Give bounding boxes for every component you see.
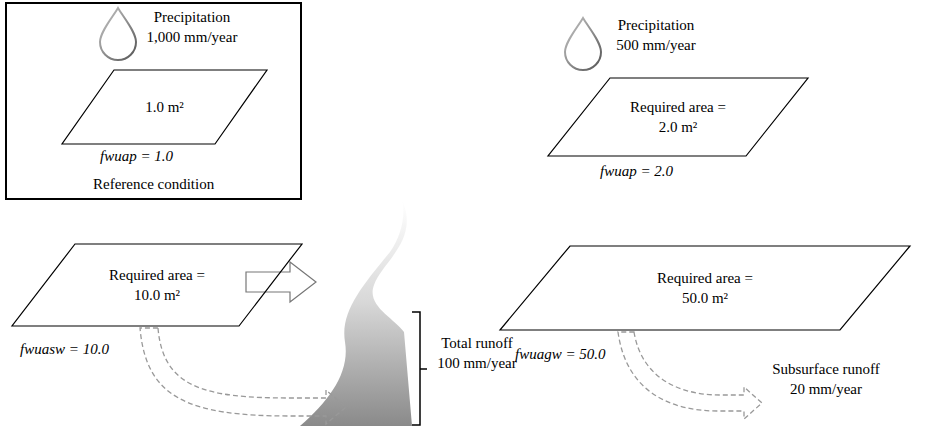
river-plume (300, 200, 412, 426)
drop-icon (565, 18, 601, 70)
parallelogram-path (12, 244, 302, 326)
parallelogram-outline (500, 246, 910, 330)
drop-icon (100, 8, 136, 60)
plane-label: Required area = 2.0 m² (623, 97, 733, 138)
flow-label: Subsurface runoff 20 mm/year (768, 360, 884, 399)
parallelogram-outline (548, 78, 808, 156)
area-plane: Required area = 10.0 m² (12, 244, 302, 326)
plane-label: 1.0 m² (105, 97, 225, 117)
factor-label: fwuasw = 10.0 (20, 340, 109, 360)
flow-arrow (246, 262, 316, 302)
parallelogram-path (62, 70, 267, 144)
parallelogram-outline (12, 244, 302, 326)
plane-label: Required area = 10.0 m² (102, 265, 212, 306)
frame-caption: Reference condition (93, 174, 214, 194)
subsurface-arrow (618, 332, 762, 419)
parallelogram-path (548, 78, 808, 156)
plane-label: Required area = 50.0 m² (650, 268, 760, 309)
flow-label: Precipitation 500 mm/year (606, 16, 706, 55)
bracket (412, 312, 427, 425)
parallelogram-path (500, 246, 910, 330)
runoff-arrow (140, 328, 346, 424)
flow-label: Total runoff 100 mm/year (432, 334, 522, 373)
factor-label: fwuap = 2.0 (600, 162, 673, 182)
area-plane: Required area = 2.0 m² (548, 78, 808, 156)
area-plane: 1.0 m² (62, 70, 267, 144)
factor-label: fwuagw = 50.0 (515, 345, 606, 365)
flow-label: Precipitation 1,000 mm/year (140, 8, 244, 47)
factor-label: fwuap = 1.0 (100, 147, 173, 167)
area-plane: Required area = 50.0 m² (500, 246, 910, 330)
